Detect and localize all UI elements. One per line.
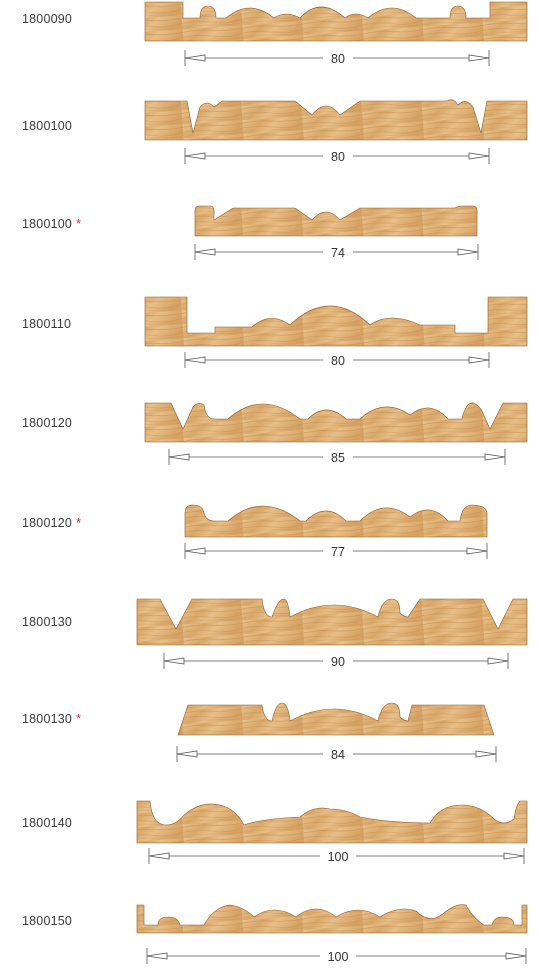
profile-row: 1800140 100 xyxy=(0,795,539,875)
profile-code: 1800120 xyxy=(22,416,73,430)
dimension-label: 84 xyxy=(331,748,345,762)
molding-profile-shape xyxy=(194,205,478,237)
profile-code: 1800140 xyxy=(22,816,73,830)
dimension-label: 77 xyxy=(331,545,345,559)
molding-profile-shape xyxy=(144,99,528,141)
profile-drawing: 84 xyxy=(176,702,497,762)
dimension-label: 80 xyxy=(331,354,345,368)
molding-profile-shape xyxy=(136,800,528,844)
profile-drawing: 85 xyxy=(144,402,528,465)
profile-drawing: 90 xyxy=(136,598,528,669)
profile-drawing: 80 xyxy=(144,99,528,164)
profile-drawing: 100 xyxy=(136,904,528,964)
profile-drawing: 100 xyxy=(136,800,528,864)
dimension-label: 80 xyxy=(331,52,345,66)
molding-profile-shape xyxy=(184,504,488,538)
molding-profile-shape xyxy=(136,904,528,934)
profile-code: 1800100* xyxy=(22,217,82,231)
variant-star: * xyxy=(76,516,82,530)
dimension-label: 100 xyxy=(328,850,349,864)
molding-profile-shape xyxy=(144,402,528,443)
dimension-label: 80 xyxy=(331,150,345,164)
dimension-label: 85 xyxy=(331,451,345,465)
profile-drawing: 77 xyxy=(184,504,488,559)
variant-star: * xyxy=(76,712,82,726)
profile-row: 1800110 80 xyxy=(0,295,539,375)
dimension-label: 100 xyxy=(328,950,349,964)
molding-profile-shape xyxy=(144,1,528,42)
profile-code: 1800120* xyxy=(22,516,82,530)
profile-code: 1800130* xyxy=(22,712,82,726)
dimension-label: 90 xyxy=(331,655,345,669)
profile-row: 1800100 80 xyxy=(0,95,539,175)
variant-star: * xyxy=(76,217,82,231)
profile-row: 1800100* 74 xyxy=(0,200,539,280)
molding-profile-shape xyxy=(136,598,528,646)
profile-row: 1800130 90 xyxy=(0,595,539,680)
molding-profile-shape xyxy=(144,296,528,347)
profile-drawing: 74 xyxy=(194,205,479,260)
profile-row: 1800090 80 xyxy=(0,0,539,80)
profile-drawing: 80 xyxy=(144,296,528,368)
profile-row: 1800120 85 xyxy=(0,395,539,475)
profile-code: 1800100 xyxy=(22,119,73,133)
molding-profile-shape xyxy=(177,702,495,736)
profile-drawing: 80 xyxy=(144,1,528,66)
profile-row: 1800130* 84 xyxy=(0,695,539,775)
profile-code: 1800110 xyxy=(22,317,72,331)
profile-row: 1800150 100 xyxy=(0,895,539,973)
profile-code: 1800130 xyxy=(22,615,73,629)
profile-row: 1800120* 77 xyxy=(0,495,539,575)
profile-code: 1800150 xyxy=(22,914,73,928)
dimension-label: 74 xyxy=(331,246,345,260)
profile-code: 1800090 xyxy=(22,12,73,26)
